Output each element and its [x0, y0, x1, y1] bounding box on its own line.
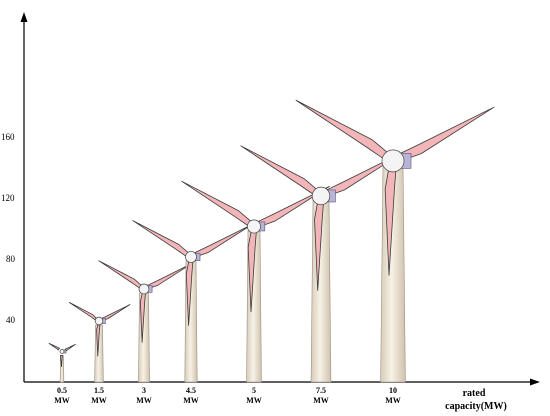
capacity-labels: 0.5 MW 1.5 MW 3 MW 4.5 MW 5 MW 7.5 MW 10… [54, 386, 401, 405]
hub [247, 219, 261, 234]
capacity-unit: MW [313, 396, 329, 405]
blade [101, 304, 131, 321]
axes [20, 12, 540, 386]
capacity-value: 0.5 [57, 386, 67, 395]
capacity-label-3: 3 MW [136, 386, 152, 405]
blade [68, 302, 97, 321]
hub [94, 316, 104, 326]
blade [48, 343, 60, 351]
blade [193, 224, 252, 258]
hub [138, 283, 150, 295]
turbine [48, 343, 76, 383]
y-ticks: 40 80 120 160 [1, 132, 16, 325]
capacity-value: 4.5 [186, 386, 196, 395]
turbines [48, 99, 495, 383]
turbine [240, 145, 405, 383]
turbine [295, 99, 495, 383]
blade [295, 99, 392, 163]
blade [98, 260, 142, 289]
x-axis-title-line2: capacity(MW) [445, 401, 507, 412]
capacity-unit: MW [91, 396, 107, 405]
capacity-label-5: 5 MW [246, 386, 262, 405]
hub [185, 251, 197, 263]
capacity-unit: MW [136, 396, 152, 405]
y-tick-label: 120 [1, 193, 15, 203]
y-axis-arrow [20, 12, 28, 22]
capacity-label-4-5: 4.5 MW [183, 386, 199, 405]
capacity-value: 1.5 [94, 386, 104, 395]
turbine [132, 220, 252, 383]
turbine [181, 180, 330, 383]
turbine [68, 302, 131, 383]
x-axis-title-line1: rated [463, 388, 486, 399]
capacity-value: 7.5 [316, 386, 326, 395]
hub [311, 186, 331, 206]
blade [64, 343, 76, 352]
hub [381, 149, 405, 173]
capacity-label-1-5: 1.5 MW [91, 386, 107, 405]
blade [60, 354, 63, 368]
y-tick-label: 80 [6, 254, 16, 264]
blade [132, 220, 190, 257]
turbine [98, 260, 192, 383]
blade [146, 263, 192, 289]
x-axis-arrow [530, 378, 540, 386]
blade [181, 180, 253, 227]
hub [59, 349, 65, 354]
capacity-unit: MW [183, 396, 199, 405]
capacity-unit: MW [246, 396, 262, 405]
y-tick-label: 40 [6, 315, 16, 325]
capacity-label-0-5: 0.5 MW [54, 386, 70, 405]
blade [240, 145, 320, 197]
capacity-value: 3 [142, 386, 146, 395]
capacity-unit: MW [385, 396, 401, 405]
x-axis-title: rated capacity(MW) [445, 388, 507, 412]
capacity-label-7-5: 7.5 MW [313, 386, 329, 405]
capacity-value: 5 [252, 386, 256, 395]
y-tick-label: 160 [1, 132, 15, 142]
capacity-label-10: 10 MW [385, 386, 401, 405]
capacity-unit: MW [54, 396, 70, 405]
capacity-value: 10 [389, 386, 397, 395]
